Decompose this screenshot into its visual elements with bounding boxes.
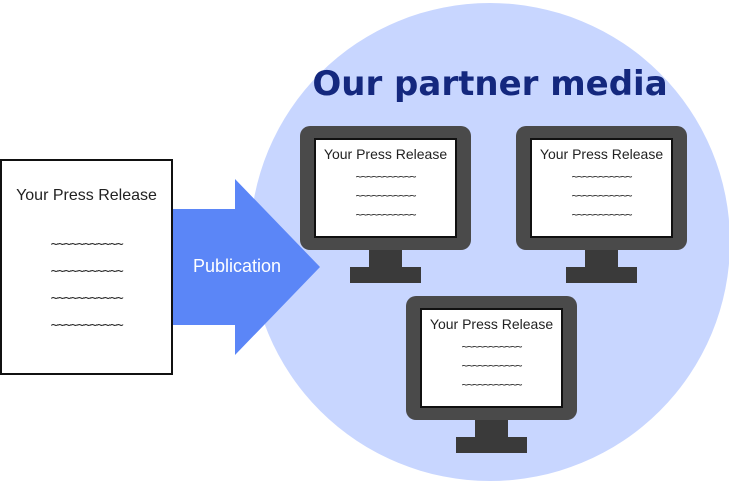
monitor-text-lines: ~~~~~~~~~~~ ~~~~~~~~~~~ ~~~~~~~~~~~ <box>316 167 455 224</box>
partner-monitor: Your Press Release ~~~~~~~~~~~ ~~~~~~~~~… <box>300 126 471 283</box>
press-release-title: Your Press Release <box>16 187 157 204</box>
monitor-text-line: ~~~~~~~~~~~ <box>571 189 633 202</box>
monitor-stand-neck <box>585 250 618 267</box>
monitor-stand-base <box>456 437 527 453</box>
monitor-screen: Your Press Release ~~~~~~~~~~~ ~~~~~~~~~… <box>420 308 563 408</box>
monitor-press-release-title: Your Press Release <box>323 146 448 162</box>
monitor-text-line: ~~~~~~~~~~~ <box>461 340 523 353</box>
monitor-screen: Your Press Release ~~~~~~~~~~~ ~~~~~~~~~… <box>530 138 673 238</box>
monitor-stand-base <box>350 267 421 283</box>
monitor-stand-neck <box>369 250 402 267</box>
monitor-frame: Your Press Release ~~~~~~~~~~~ ~~~~~~~~~… <box>406 296 577 420</box>
press-release-text-line: ~~~~~~~~~~~ <box>50 318 124 333</box>
publication-arrow-shape <box>173 179 320 355</box>
publication-arrow <box>173 179 320 355</box>
monitor-text-line: ~~~~~~~~~~~ <box>355 208 417 221</box>
monitor-text-line: ~~~~~~~~~~~ <box>571 170 633 183</box>
monitor-screen: Your Press Release ~~~~~~~~~~~ ~~~~~~~~~… <box>314 138 457 238</box>
monitor-text-line: ~~~~~~~~~~~ <box>355 189 417 202</box>
monitor-text-line: ~~~~~~~~~~~ <box>571 208 633 221</box>
partner-monitor: Your Press Release ~~~~~~~~~~~ ~~~~~~~~~… <box>406 296 577 453</box>
partner-media-heading: Our partner media <box>312 64 668 104</box>
press-release-text-lines: ~~~~~~~~~~~ ~~~~~~~~~~~ ~~~~~~~~~~~ ~~~~… <box>2 231 171 339</box>
monitor-frame: Your Press Release ~~~~~~~~~~~ ~~~~~~~~~… <box>516 126 687 250</box>
publication-label: Publication <box>192 256 282 276</box>
monitor-text-line: ~~~~~~~~~~~ <box>461 378 523 391</box>
monitor-stand-base <box>566 267 637 283</box>
monitor-text-lines: ~~~~~~~~~~~ ~~~~~~~~~~~ ~~~~~~~~~~~ <box>532 167 671 224</box>
monitor-text-line: ~~~~~~~~~~~ <box>355 170 417 183</box>
press-release-text-line: ~~~~~~~~~~~ <box>50 237 124 252</box>
monitor-stand-neck <box>475 420 508 437</box>
press-release-text-line: ~~~~~~~~~~~ <box>50 264 124 279</box>
monitor-press-release-title: Your Press Release <box>429 316 554 332</box>
monitor-text-lines: ~~~~~~~~~~~ ~~~~~~~~~~~ ~~~~~~~~~~~ <box>422 337 561 394</box>
monitor-press-release-title: Your Press Release <box>539 146 664 162</box>
press-release-document: Your Press Release ~~~~~~~~~~~ ~~~~~~~~~… <box>0 159 173 375</box>
press-release-text-line: ~~~~~~~~~~~ <box>50 291 124 306</box>
partner-monitor: Your Press Release ~~~~~~~~~~~ ~~~~~~~~~… <box>516 126 687 283</box>
monitor-frame: Your Press Release ~~~~~~~~~~~ ~~~~~~~~~… <box>300 126 471 250</box>
monitor-text-line: ~~~~~~~~~~~ <box>461 359 523 372</box>
